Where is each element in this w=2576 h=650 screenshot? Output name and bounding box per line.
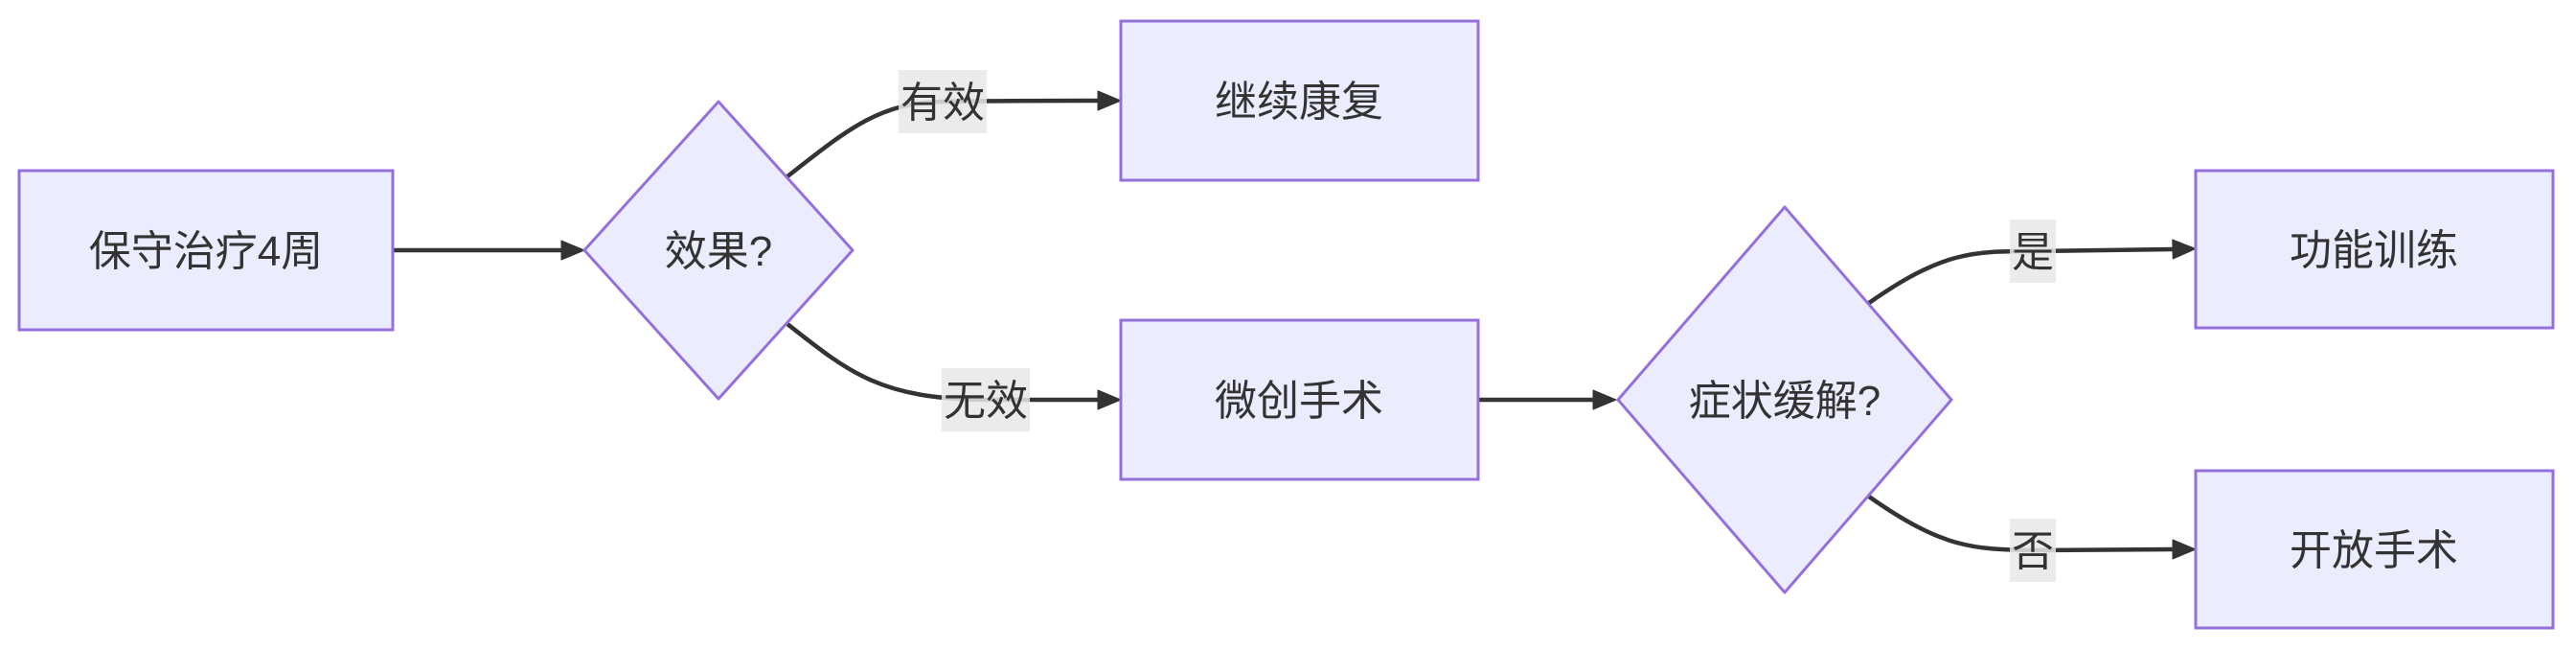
edge-label-effective-text: 有效 [900, 80, 985, 127]
edge-label-no-bg [2010, 519, 2056, 582]
node-continue-rehab: 继续康复 [1119, 19, 1480, 182]
decision-effect: 效果? [582, 100, 855, 401]
node-minimally-invasive-surgery: 微创手术 [1119, 318, 1480, 481]
node-conservative-treatment: 保守治疗4周 [17, 169, 395, 332]
node-layer: 保守治疗4周 效果? 继续康复 微创手术 症状缓解? 功能训练 [17, 19, 2555, 630]
node-conservative-treatment-shape [17, 169, 395, 332]
decision-effect-shape [582, 100, 855, 401]
edge-label-ineffective: 无效 [942, 368, 1030, 431]
edge-label-effective: 有效 [899, 70, 987, 133]
edge-label-yes: 是 [2010, 220, 2056, 283]
edge-label-effective-bg [899, 70, 987, 133]
node-functional-training-label: 功能训练 [2290, 227, 2458, 274]
node-continue-rehab-shape [1119, 19, 1480, 182]
edge-label-yes-text: 是 [2012, 229, 2054, 276]
edge-label-no-text: 否 [2012, 528, 2054, 575]
node-conservative-treatment-label: 保守治疗4周 [89, 228, 323, 275]
edge-label-layer: 有效 无效 是 否 [899, 70, 2056, 582]
node-minimally-invasive-surgery-shape [1119, 318, 1480, 481]
edge-label-ineffective-text: 无效 [944, 378, 1028, 425]
decision-effect-label: 效果? [665, 228, 772, 275]
edge-label-yes-bg [2010, 220, 2056, 283]
node-continue-rehab-label: 继续康复 [1215, 79, 1383, 126]
edge-label-ineffective-bg [942, 368, 1030, 431]
node-functional-training-shape [2194, 169, 2555, 330]
node-minimally-invasive-surgery-label: 微创手术 [1215, 378, 1383, 425]
decision-symptom-relief-label: 症状缓解? [1689, 378, 1881, 425]
node-open-surgery-shape [2194, 469, 2555, 630]
edge-label-no: 否 [2010, 519, 2056, 582]
node-open-surgery-label: 开放手术 [2290, 527, 2458, 574]
node-open-surgery: 开放手术 [2194, 469, 2555, 630]
decision-symptom-relief-shape [1616, 205, 1953, 594]
decision-symptom-relief: 症状缓解? [1616, 205, 1953, 594]
node-functional-training: 功能训练 [2194, 169, 2555, 330]
